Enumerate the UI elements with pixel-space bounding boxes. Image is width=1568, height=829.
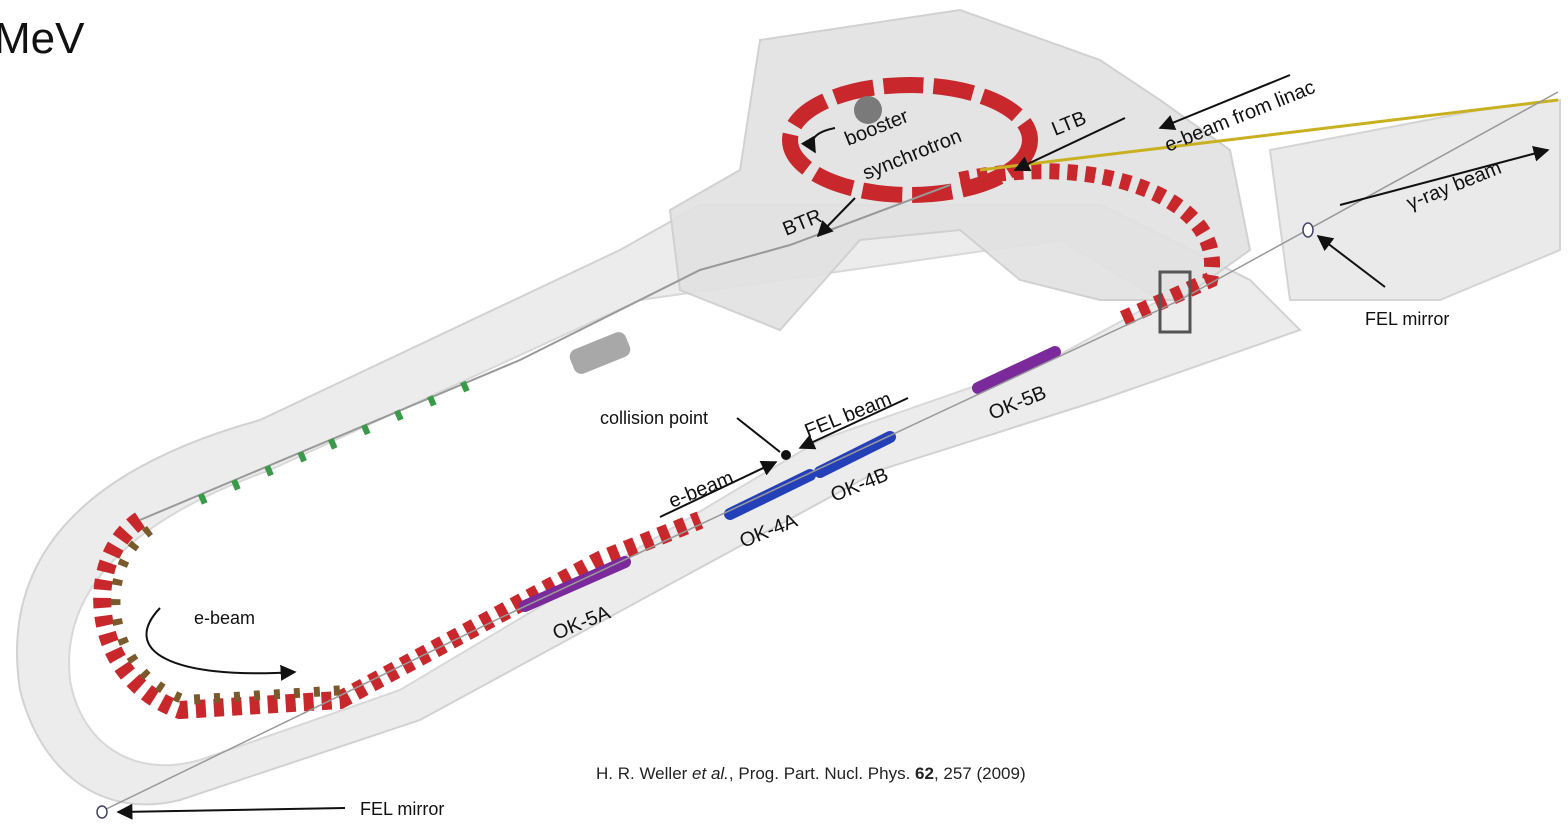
citation-journal: , Prog. Part. Nucl. Phys. (728, 764, 916, 783)
undulators (499, 299, 1181, 619)
citation-volume: 62 (915, 764, 934, 783)
label-fel-mirror-bottom: FEL mirror (360, 799, 444, 819)
citation-authors: H. R. Weller (596, 764, 693, 783)
citation-etal: et al. (692, 764, 729, 783)
label-collision-point: collision point (600, 408, 708, 428)
citation: H. R. Weller et al., Prog. Part. Nucl. P… (596, 764, 1026, 784)
label-ebeam-loop: e-beam (194, 608, 255, 628)
booster-synchrotron-ring (782, 77, 1038, 203)
annotation-arrows (116, 74, 1550, 820)
storage-ring-magnets (93, 163, 1220, 720)
citation-rest: , 257 (2009) (933, 764, 1026, 783)
slide-title-fragment: MeV (0, 14, 85, 63)
gamma-beamline (96, 91, 1559, 819)
label-fel-mirror-right: FEL mirror (1365, 309, 1449, 329)
shielding-walls (16, 8, 1561, 806)
